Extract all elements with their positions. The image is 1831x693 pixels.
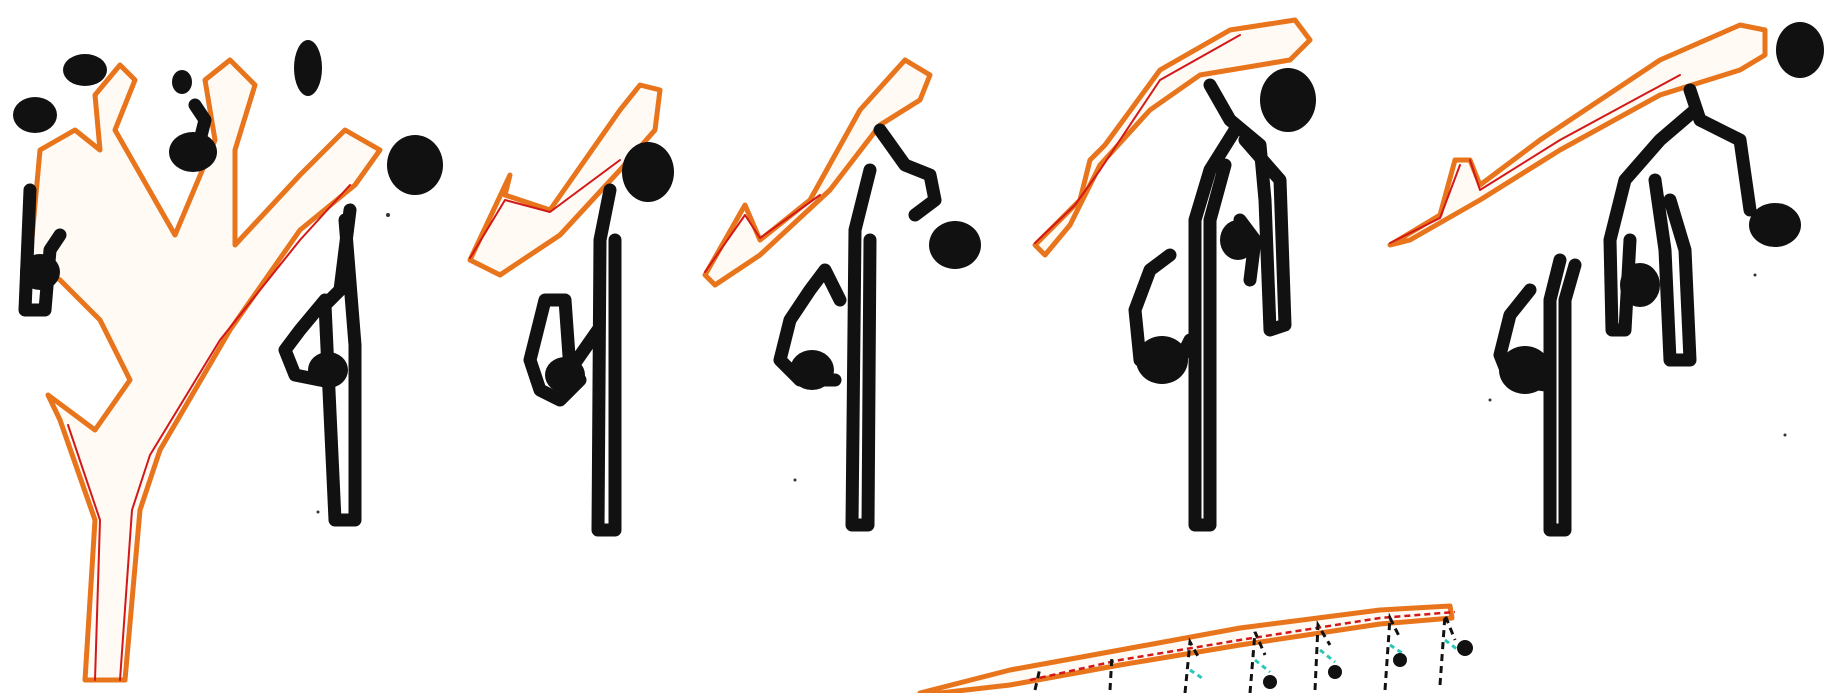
glomerulus-blob bbox=[308, 352, 348, 388]
vesicle-blob bbox=[1220, 220, 1256, 260]
glomerulus-blob bbox=[1136, 336, 1188, 384]
vesicle-blob bbox=[622, 142, 674, 202]
vesicle-blob bbox=[1457, 640, 1473, 656]
vesicle-blob bbox=[1776, 22, 1824, 78]
stage-1-branching-duct bbox=[13, 40, 443, 680]
stage-2-nephron bbox=[470, 85, 674, 530]
vesicle-blob bbox=[63, 54, 107, 86]
vesicle-blob bbox=[172, 70, 192, 94]
stage-5-nephron bbox=[1390, 22, 1824, 530]
vesicle-blob bbox=[1263, 675, 1277, 689]
vesicle-blob bbox=[1749, 203, 1801, 247]
glomerulus-blob bbox=[545, 357, 585, 393]
glomerulus-blob bbox=[790, 350, 834, 390]
stage-3-nephron bbox=[705, 60, 981, 525]
vesicle-blob bbox=[929, 221, 981, 269]
stage-4-nephron bbox=[1035, 20, 1316, 525]
vesicle-blob bbox=[1260, 68, 1316, 132]
vesicle-blob bbox=[294, 40, 322, 96]
vesicle-blob bbox=[1328, 665, 1342, 679]
vesicle-blob bbox=[1620, 263, 1660, 307]
vesicle-blob bbox=[13, 97, 57, 133]
glomerulus-blob bbox=[1499, 346, 1551, 394]
vesicle-blob bbox=[1393, 653, 1407, 667]
vesicle-blob bbox=[169, 132, 217, 172]
overview-cortex-sketch bbox=[920, 606, 1473, 693]
vesicle-blob bbox=[387, 135, 443, 195]
